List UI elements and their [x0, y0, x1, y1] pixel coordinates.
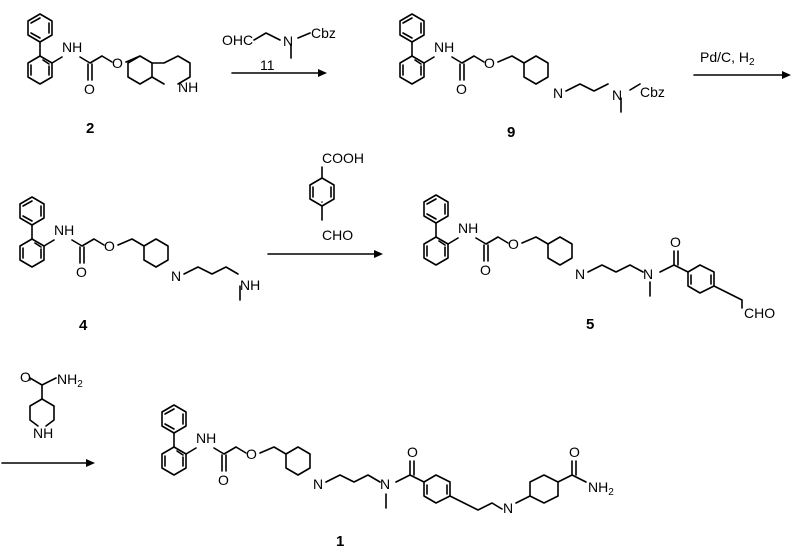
c2-piperidine	[125, 55, 191, 85]
c1-o-amide2-label: O	[569, 444, 580, 460]
reagent-isonipecotamide: O NH2 NH	[20, 369, 83, 441]
c2-nh-ring-label: NH	[178, 79, 198, 95]
c4-phenyl-ring	[19, 196, 45, 226]
reaction-arrow-2-head	[782, 71, 791, 79]
reagent-piperidine-ring	[29, 398, 55, 427]
c4-ethyl-linker	[183, 266, 241, 301]
reagent-cho-label: CHO	[322, 227, 353, 243]
reagent-11-ohc-label: OHC	[222, 32, 253, 48]
c4-o-ester-label: O	[104, 238, 115, 254]
c1-n-amide-label: N	[380, 476, 390, 492]
c1-benzoyl-ring	[409, 474, 503, 511]
c1-o-amide-label: O	[407, 444, 418, 460]
c5-ethyl-linker	[587, 250, 679, 297]
c1-ethyl-linker	[325, 460, 415, 509]
compound-5: NH O O N N O CHO	[423, 194, 775, 321]
reaction-arrow-1-head	[318, 69, 327, 77]
reagent-11-n-label: N	[283, 33, 293, 49]
c4-piperidine	[117, 238, 169, 268]
c5-carbamate	[447, 236, 509, 262]
c9-phenyl-ring	[399, 13, 425, 43]
c1-carbamate	[185, 446, 247, 472]
compound-2: NH O O NH	[27, 13, 198, 97]
c1-aryl-ring	[161, 446, 187, 476]
reagent-benzene-ring	[309, 166, 335, 221]
c9-o-ester-label: O	[484, 55, 495, 71]
hydrogenation-condition: Pd/C, H2	[700, 49, 755, 68]
reagent-11-number: 11	[260, 57, 275, 73]
compound-2-number: 2	[86, 120, 94, 137]
reaction-arrow-3-head	[374, 250, 383, 258]
c1-phenyl-ring	[161, 404, 187, 434]
compound-1-number: 1	[336, 533, 344, 550]
c9-n-ring-label: N	[553, 85, 563, 101]
c2-phenyl-ring	[27, 13, 53, 43]
c4-aryl-ring	[19, 238, 45, 268]
c5-nh-label: NH	[458, 220, 478, 236]
c1-n-ring-label: N	[313, 476, 323, 492]
c1-piperidine	[259, 446, 311, 476]
c9-ethyl-linker	[565, 83, 641, 113]
c2-o-carbonyl-label: O	[84, 81, 95, 97]
c5-phenyl-ring	[423, 194, 449, 224]
reagent-o-label: O	[20, 369, 31, 385]
c5-benzoyl-ring	[673, 264, 743, 309]
compound-4: NH O O N NH	[19, 196, 260, 301]
reagent-nh-label: NH	[33, 425, 53, 441]
c2-aryl-ring	[27, 55, 53, 85]
c9-cbz-label: Cbz	[640, 84, 665, 100]
reagent-formylbenzoic-acid: COOH CHO	[309, 150, 364, 243]
c4-carbamate	[43, 238, 105, 264]
reagent-11-chain	[253, 32, 311, 59]
reagent-cooh-label: COOH	[322, 150, 364, 166]
c5-o-amide-label: O	[670, 234, 681, 250]
compound-1: NH O O N N O N O NH2	[161, 404, 614, 516]
c5-aryl-ring	[423, 236, 449, 266]
c9-piperidine	[497, 55, 549, 85]
c1-o-ester-label: O	[246, 446, 257, 462]
compound-5-number: 5	[586, 316, 594, 333]
c1-n-ring2-label: N	[503, 500, 513, 516]
c9-n-amine-label: N	[612, 87, 622, 103]
c4-n-ring-label: N	[171, 268, 181, 284]
compound-4-number: 4	[79, 317, 88, 334]
reagent-11-cbz-label: Cbz	[311, 25, 336, 41]
reaction-arrow-4-head	[86, 459, 95, 467]
c5-n-ring-label: N	[575, 266, 585, 282]
c2-carbamate	[51, 55, 113, 81]
c2-nh-label: NH	[62, 39, 82, 55]
c5-piperidine	[521, 236, 573, 266]
c9-nh-label: NH	[434, 39, 454, 55]
c4-o-carbonyl-label: O	[76, 264, 87, 280]
reagent-nh2-label: NH2	[57, 371, 83, 390]
c1-nh2-label: NH2	[588, 479, 614, 498]
compound-9-number: 9	[507, 124, 515, 141]
c4-nh-label: NH	[54, 222, 74, 238]
c5-o-carbonyl-label: O	[480, 262, 491, 278]
compound-9: NH O O N N Cbz	[399, 13, 665, 113]
c5-o-ester-label: O	[508, 236, 519, 252]
reagent-carboxamide	[29, 377, 57, 400]
c9-aryl-ring	[399, 55, 425, 85]
c1-piperidine-2	[515, 460, 587, 504]
reagent-11: OHC N Cbz	[222, 25, 336, 59]
c4-nh-amine-label: NH	[240, 277, 260, 293]
c9-o-carbonyl-label: O	[456, 81, 467, 97]
c1-nh-label: NH	[196, 430, 216, 446]
c1-o-carbonyl-label: O	[218, 472, 229, 488]
c5-cho-label: CHO	[744, 305, 775, 321]
c5-n-amide-label: N	[643, 266, 653, 282]
c2-o-ester-label: O	[112, 55, 123, 71]
c9-carbamate	[423, 55, 485, 81]
